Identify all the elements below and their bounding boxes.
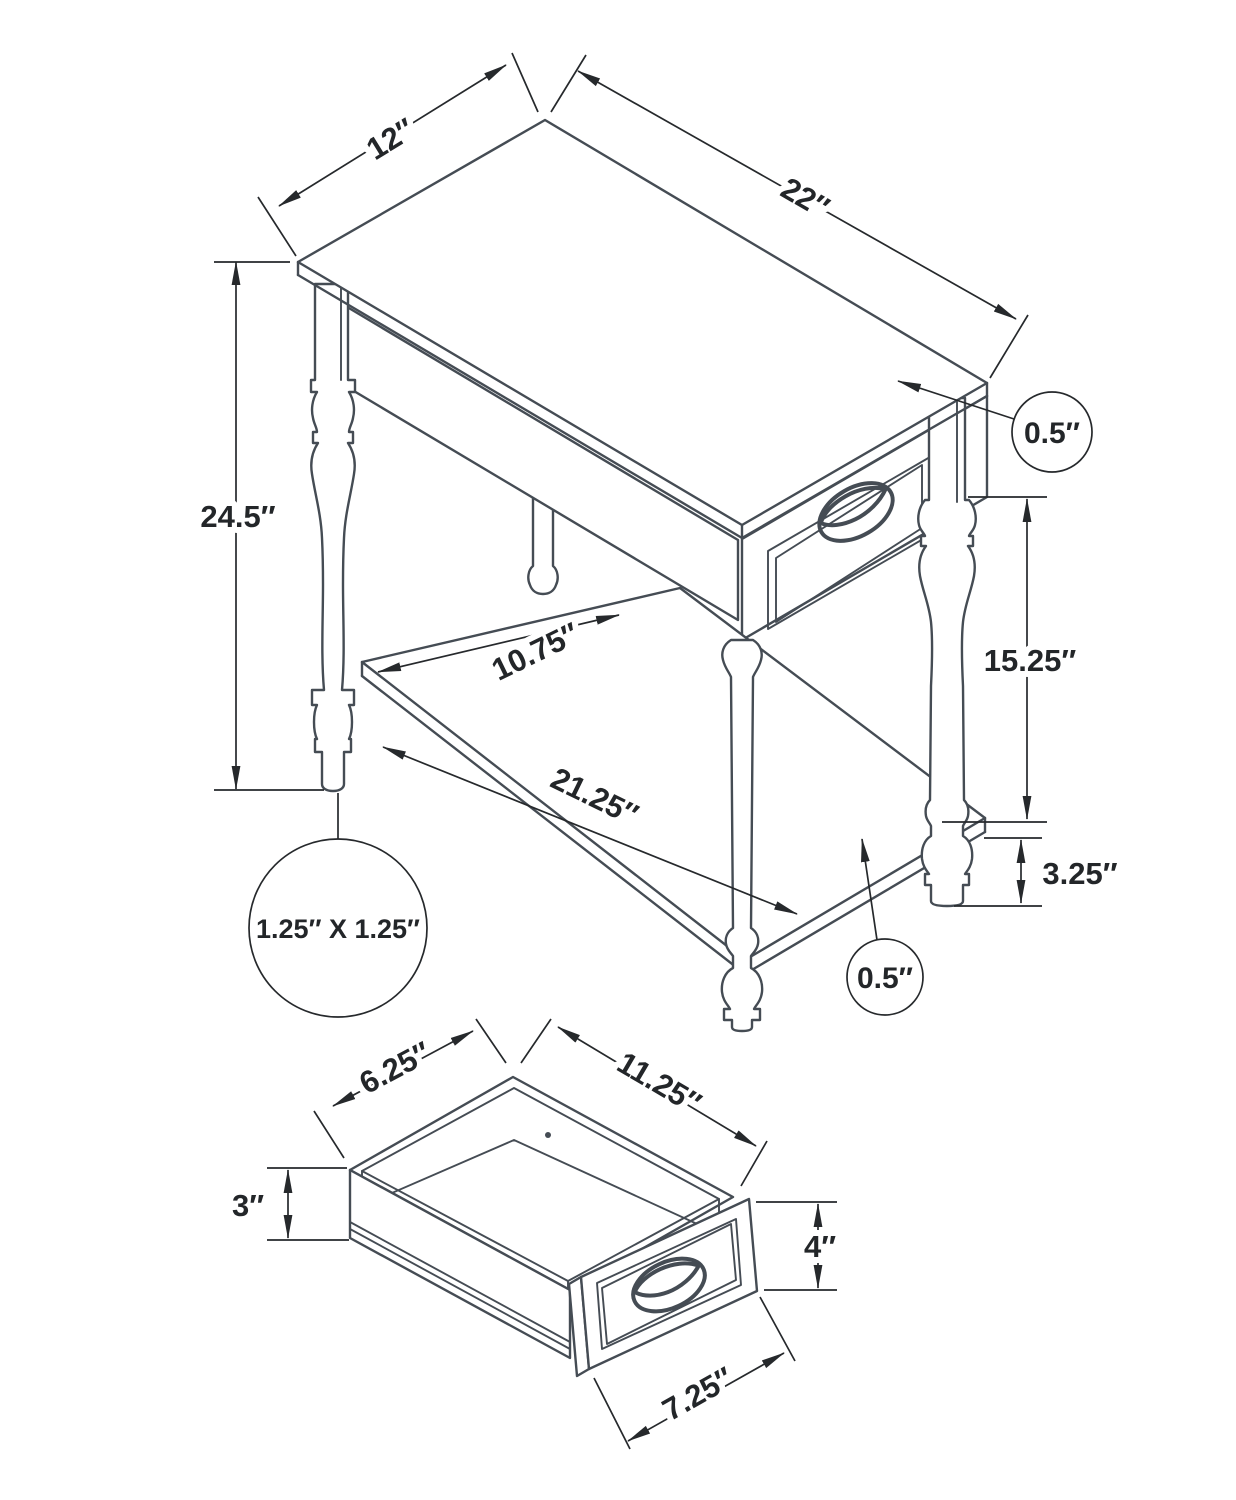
dim-drawer-front-width-label: 7.25″ [656, 1360, 739, 1428]
drawer-front-panel-outer [596, 1218, 742, 1350]
dim-drawer-front-height-label: 4″ [804, 1229, 836, 1264]
dim-shelf-to-floor-label: 3.25″ [1042, 856, 1117, 891]
table-dimensions: 12″ 22″ 24.5″ 0.5″ 15.25″ 3.25″ [194, 52, 1124, 1018]
right-leg [917, 396, 977, 908]
callout-shelf-thickness-label: 0.5″ [857, 962, 913, 995]
dim-shelf-to-floor: 3.25″ [954, 837, 1124, 907]
left-leg [309, 282, 357, 793]
dim-apron-to-shelf-label: 15.25″ [984, 643, 1077, 678]
dim-drawer-inner-width-label: 11.25″ [611, 1045, 707, 1121]
dim-overall-height-label: 24.5″ [200, 499, 275, 534]
callout-shelf-thickness: 0.5″ [846, 838, 924, 1016]
drawer-back-dot [545, 1132, 551, 1138]
dim-drawer-inner-depth-label: 6.25″ [354, 1035, 437, 1101]
dim-overall-height: 24.5″ [194, 261, 324, 791]
dim-drawer-front-height: 4″ [756, 1201, 842, 1291]
dim-top-depth-label: 12″ [360, 111, 420, 167]
drawer-front-panel-inner [601, 1223, 737, 1345]
drawer-handle [817, 481, 895, 543]
dim-apron-to-shelf: 15.25″ [942, 496, 1082, 823]
dim-drawer-side-height-label: 3″ [232, 1188, 264, 1223]
callout-leg-post: 1.25″ X 1.25″ [248, 793, 428, 1018]
tabletop-corner-edges [296, 260, 989, 540]
shelf-top [360, 586, 987, 962]
callout-leg-post-label: 1.25″ X 1.25″ [256, 914, 420, 944]
drawer-bottom-edge-lines [349, 1221, 571, 1350]
drawer-front-handle [631, 1256, 707, 1314]
dim-drawer-side-height: 3″ [226, 1167, 349, 1241]
dim-shelf-depth: 10.75″ [377, 610, 620, 694]
callout-top-thickness: 0.5″ [897, 380, 1093, 473]
callout-top-thickness-label: 0.5″ [1024, 417, 1080, 450]
drawer-front-face [579, 1197, 759, 1371]
drawer-drawing [348, 1075, 759, 1378]
dim-top-width-label: 22″ [775, 170, 835, 225]
